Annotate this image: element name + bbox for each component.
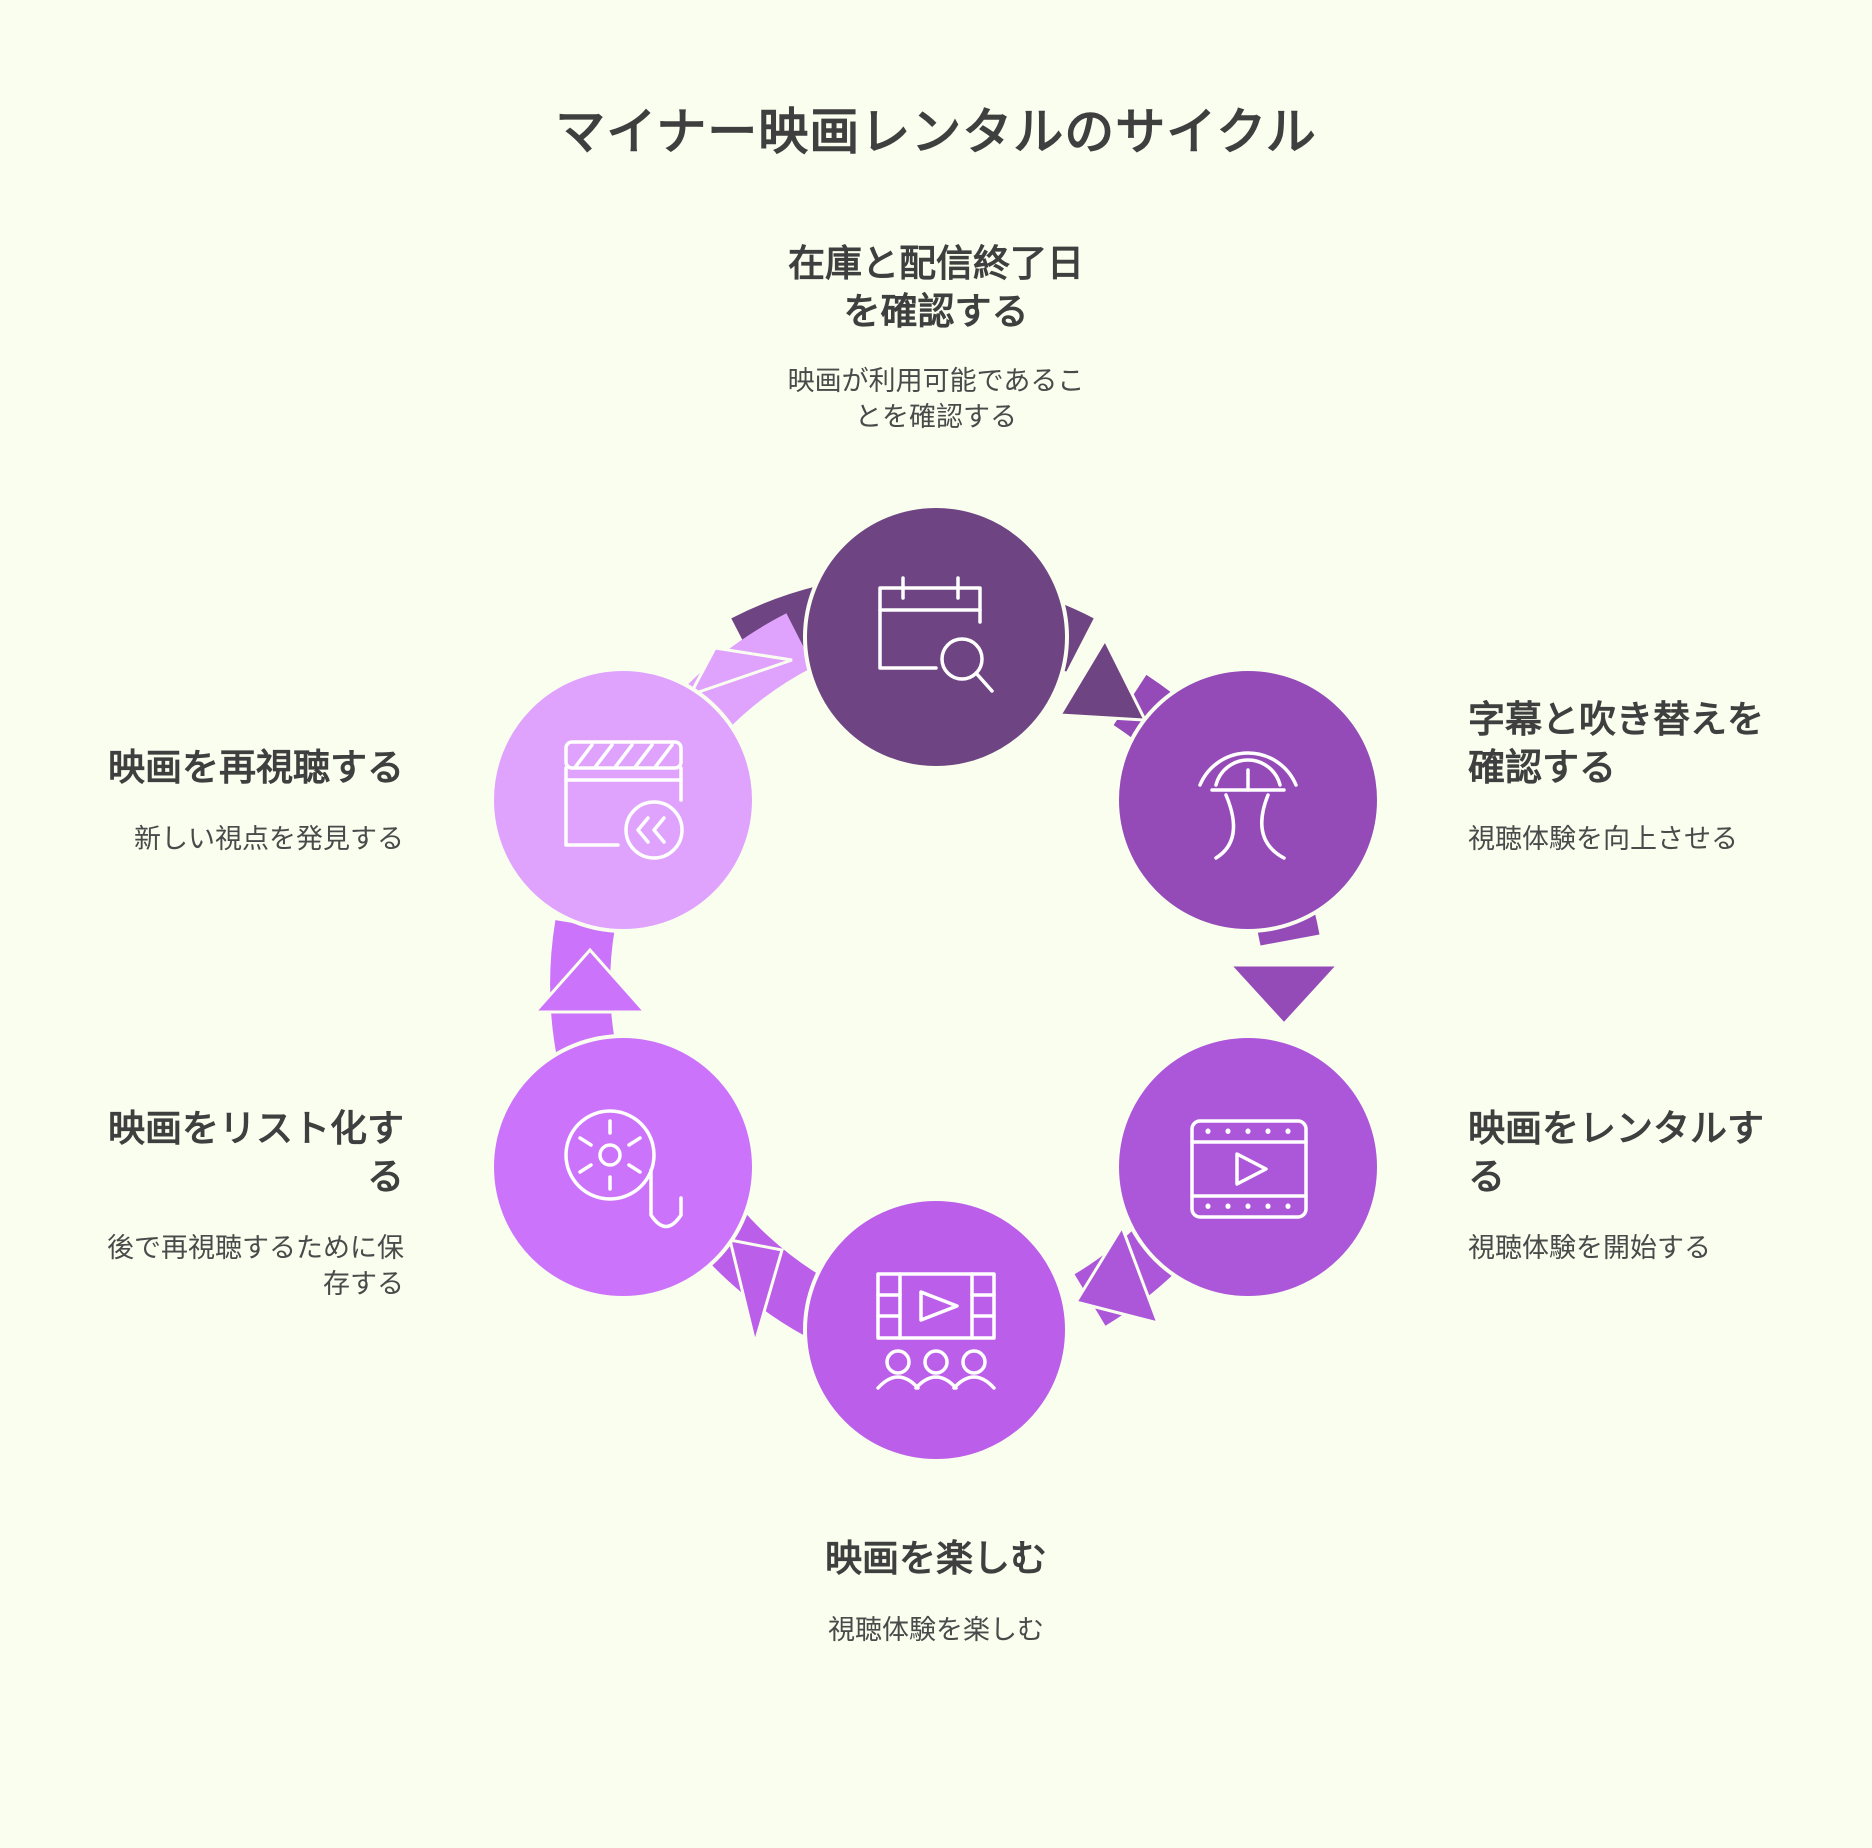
clapper-rewind-icon <box>564 740 684 860</box>
step-circle-rewatch-movie[interactable] <box>490 667 756 933</box>
step-label-rent-movie: 映画をレンタルす る 視聴体験を開始する <box>1468 1105 1828 1267</box>
arrow-3 <box>1073 1223 1161 1326</box>
theater-audience-icon <box>876 1272 996 1390</box>
arrow-1 <box>1057 636 1148 722</box>
cycle-arrows <box>531 636 1342 1349</box>
step-label-rewatch-movie: 映画を再視聴する 新しい視点を発見する <box>40 744 404 858</box>
step-circle-list-movie[interactable] <box>490 1034 756 1300</box>
diagram-title: マイナー映画レンタルのサイクル <box>555 103 1317 161</box>
step-label-check-stock: 在庫と配信終了日 を確認する 映画が利用可能であるこ とを確認する <box>736 240 1136 436</box>
step-description: 映画が利用可能であるこ とを確認する <box>787 366 1085 433</box>
step-circle-check-stock[interactable] <box>803 504 1069 770</box>
step-title: 映画をリスト化す る <box>108 1107 404 1198</box>
step-description: 新しい視点を発見する <box>134 824 404 855</box>
film-reel-icon <box>564 1109 683 1229</box>
arrow-5 <box>531 947 649 1014</box>
film-play-icon <box>1190 1119 1308 1219</box>
step-description: 視聴体験を開始する <box>1468 1233 1711 1264</box>
step-circles <box>490 504 1381 1463</box>
step-description: 視聴体験を楽しむ <box>828 1615 1044 1646</box>
step-circle-enjoy-movie[interactable] <box>803 1197 1069 1463</box>
step-description: 後で再視聴するために保 存する <box>107 1233 404 1300</box>
step-circle-rent-movie[interactable] <box>1115 1034 1381 1300</box>
step-title: 映画を楽しむ <box>825 1537 1047 1580</box>
step-label-enjoy-movie: 映画を楽しむ 視聴体験を楽しむ <box>736 1535 1136 1649</box>
step-description: 視聴体験を向上させる <box>1468 824 1738 855</box>
translate-icon <box>1198 751 1298 860</box>
step-title: 映画を再視聴する <box>108 746 404 789</box>
arrow-4 <box>727 1238 784 1349</box>
calendar-search-icon <box>878 576 994 693</box>
step-label-list-movie: 映画をリスト化す る 後で再視聴するために保 存する <box>40 1105 404 1303</box>
step-title: 字幕と吹き替えを 確認する <box>1468 698 1764 789</box>
arrow-6 <box>686 646 793 698</box>
step-title: 在庫と配信終了日 を確認する <box>788 242 1084 333</box>
step-label-check-subtitles: 字幕と吹き替えを 確認する 視聴体験を向上させる <box>1468 696 1828 858</box>
step-title: 映画をレンタルす る <box>1468 1107 1764 1198</box>
step-circle-check-subtitles[interactable] <box>1115 667 1381 933</box>
arrow-2 <box>1226 963 1342 1027</box>
